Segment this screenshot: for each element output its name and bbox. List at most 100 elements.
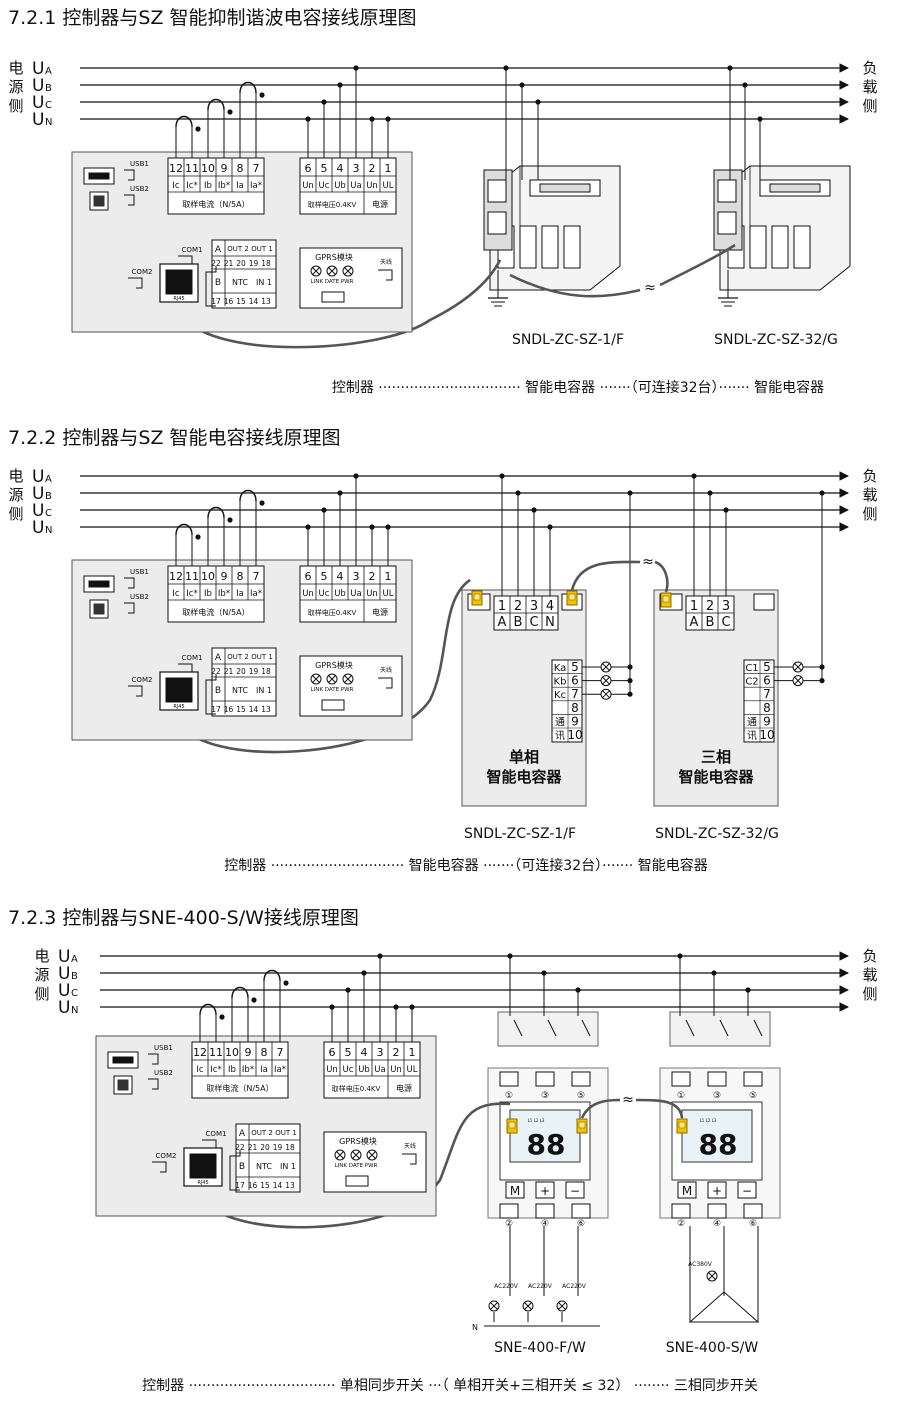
ntc-label: NTC [232,686,248,695]
lcd-screen [509,1109,581,1163]
module-control-num: 7 [571,687,579,701]
voltage-terminal-num: 1 [385,570,392,583]
pwr-led-icon [342,673,354,685]
current-terminal-num: 12 [169,162,183,175]
bus-U-label: U [58,998,70,1018]
cable-break-icon: ≈ [642,554,654,570]
module-name: 单相 [509,748,539,766]
module-terminal-num: 2 [514,599,522,614]
com2-lead [128,685,143,697]
gprs-label: GPRS模块 [315,252,353,262]
module-control-sig: 通 [555,716,565,728]
io-terminal-num: 14 [249,297,259,306]
comm-cable [654,560,669,593]
cable-break-icon: ≈ [644,280,656,296]
io-terminal-num: 22 [235,1143,245,1152]
antenna-lead [378,677,393,689]
voltage-terminal-num: 2 [369,570,376,583]
switch-screw [707,1071,727,1087]
switch-screw [743,1071,763,1087]
panel-button-label: − [742,1184,752,1198]
indicator-lamp-icon [792,661,804,673]
in1-label: IN 1 [280,1162,296,1171]
current-terminal-num: 10 [201,570,215,583]
module-terminal-sig: B [706,615,715,630]
gprs-module [299,655,403,717]
voltage-terminal-num: 6 [305,570,312,583]
lamp-cross [602,676,610,685]
voltage-terminal-sig: Un [366,589,378,599]
usb1-label: USB1 [130,160,149,168]
voltage-terminal-num: 3 [353,162,360,175]
capacitor-device-1 [483,165,621,307]
current-terminal-sig: Ib [204,181,212,191]
io-terminal-num: 14 [273,1181,283,1190]
current-terminal-num: 7 [253,570,260,583]
current-terminal-sig: Ia [260,1065,268,1075]
date-led-icon [350,1149,362,1161]
bus-U-label: U [32,59,44,79]
com1-label: COM1 [182,246,203,254]
bus-U-label: U [58,964,70,984]
lamp-cross [794,663,802,671]
switch-screw [499,1203,519,1219]
bus-U-label: U [58,981,70,1001]
voltage-terminal-sig: Ua [350,181,361,191]
current-block-label: 取样电流（N/5A） [206,1083,273,1093]
io-terminal-num: 13 [285,1181,295,1190]
current-terminal-num: 7 [277,1046,284,1059]
junction-dot [353,473,359,479]
voltage-terminal-sig: Uc [319,589,330,599]
voltage-terminal-sig: UL [383,589,394,599]
switch-terminal-num: ② [677,1219,685,1229]
module-terminal-sig: N [545,615,555,630]
lcd-digits: 88 [699,1128,738,1161]
rj45-label: RJ45 [173,296,184,302]
section-heading: 7.2.1 控制器与SZ 智能抑制谐波电容接线原理图 [8,7,417,29]
device-model-label: SNDL-ZC-SZ-1/F [464,826,576,842]
junction-dot [385,524,391,530]
switch-terminal-num: ⑤ [749,1091,757,1101]
current-terminal-sig: Ic* [186,589,197,599]
io-terminal-num: 18 [261,667,271,676]
lcd-screen [681,1109,753,1163]
source-side-label: 侧 [8,505,23,523]
module-control-sig: Kb [554,677,567,688]
rj45-label: RJ45 [173,704,184,710]
cable-break-icon: ≈ [622,1092,634,1108]
capacitor-vent-slot [769,183,821,193]
rj45-plug-icon [676,1118,688,1134]
pwr-led-icon [366,1149,378,1161]
lamp-cross [368,1151,376,1159]
ct-coil-icon [231,986,249,999]
date-led-icon [326,265,338,277]
capacitor-fin [563,225,581,269]
section-heading: 7.2.3 控制器与SNE-400-S/W接线原理图 [8,907,359,929]
bus-U-label: U [32,110,44,130]
antenna-label: 天线 [404,1142,416,1150]
section-footer: 控制器 ······························ 智能电容器… [224,857,707,874]
ct-polarity-dot [227,109,233,115]
junction-dot [305,116,311,122]
io-terminal-num: 16 [248,1181,258,1190]
device-model-label: SNE-400-S/W [666,1340,759,1356]
rj45-plug-icon [506,1118,518,1134]
ct-coil-icon [207,98,225,111]
usb2-slot [117,1079,129,1091]
rj45-plug-icon [566,590,578,606]
switch-screw [671,1071,691,1087]
junction-dot [305,524,311,530]
switch-terminal-num: ① [677,1091,685,1101]
bus-U-label: U [32,467,44,487]
io-a-label: A [239,1129,246,1139]
switch-screw [535,1071,555,1087]
io-b-label: B [215,278,221,288]
junction-dot [377,953,383,959]
switch-contact-icon [581,1019,591,1037]
current-terminal-num: 11 [185,162,199,175]
out2-label: OUT 2 [251,1129,273,1137]
voltage-terminal-sig: Un [302,589,314,599]
voltage-terminal-sig: Ua [374,1065,385,1075]
current-terminal-num: 12 [193,1046,207,1059]
